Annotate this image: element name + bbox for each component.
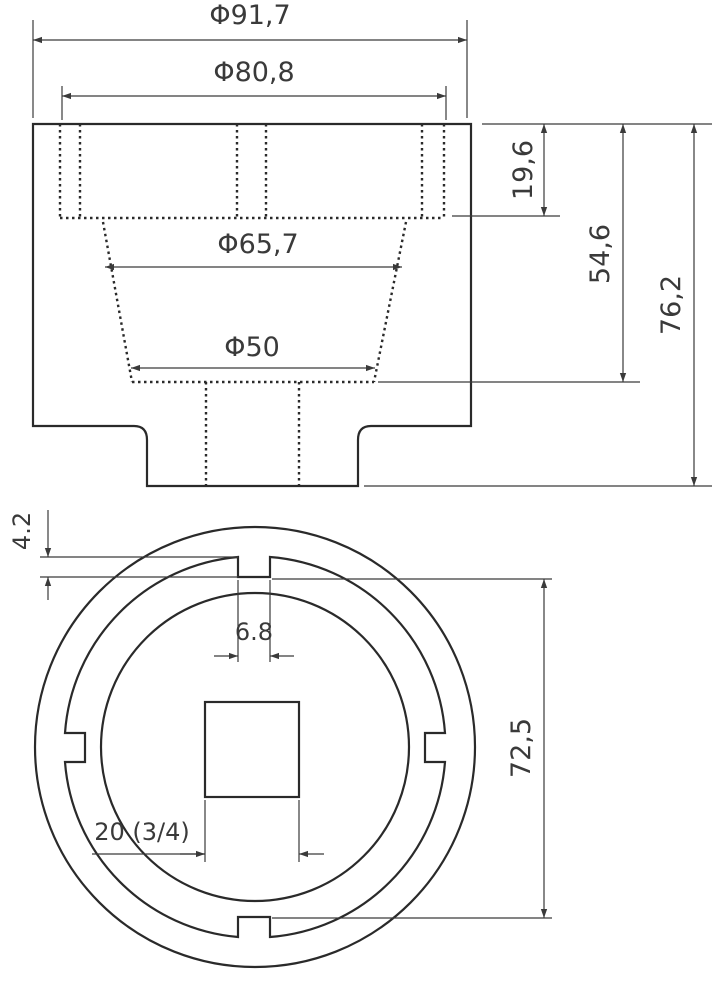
dimension-cone-top-diameter: Φ65,7 <box>105 229 402 271</box>
label-total-height: 76,2 <box>656 275 687 335</box>
dimension-cone-bottom-diameter: Φ50 <box>131 332 375 372</box>
label-overall-diameter: Φ91,7 <box>209 0 290 31</box>
top-view: 4.2 6.8 72,5 20 (3/4) <box>8 510 552 969</box>
dimension-inner-diameter: Φ80,8 <box>61 57 447 120</box>
dimension-recess-depth: 19,6 <box>452 123 560 217</box>
square-drive <box>203 700 301 799</box>
inner-ring-with-slots <box>63 555 447 939</box>
label-inner-span: 72,5 <box>506 718 537 778</box>
dimension-square-drive: 20 (3/4) <box>92 800 324 862</box>
dimension-inner-span: 72,5 <box>272 578 552 919</box>
dimension-cone-depth: 54,6 <box>378 123 640 383</box>
socket-side-outline <box>31 122 473 488</box>
dimension-ring-width: 4.2 <box>8 510 238 600</box>
hidden-lines <box>58 124 446 486</box>
label-recess-depth: 19,6 <box>508 140 539 200</box>
label-square-drive: 20 (3/4) <box>94 818 190 846</box>
side-view: Φ91,7 Φ80,8 Φ65,7 Φ50 19,6 <box>31 0 712 488</box>
label-cone-top-diameter: Φ65,7 <box>217 229 298 260</box>
label-inner-diameter: Φ80,8 <box>213 57 294 88</box>
dimension-slot-width: 6.8 <box>214 580 294 662</box>
label-cone-depth: 54,6 <box>585 224 616 284</box>
label-slot-width: 6.8 <box>235 618 273 646</box>
dimension-overall-diameter: Φ91,7 <box>32 0 468 118</box>
dimension-total-height: 76,2 <box>364 123 712 487</box>
outer-ring <box>33 525 477 969</box>
inner-bore <box>99 591 411 903</box>
label-ring-width: 4.2 <box>8 512 36 550</box>
label-cone-bottom-diameter: Φ50 <box>224 332 280 363</box>
